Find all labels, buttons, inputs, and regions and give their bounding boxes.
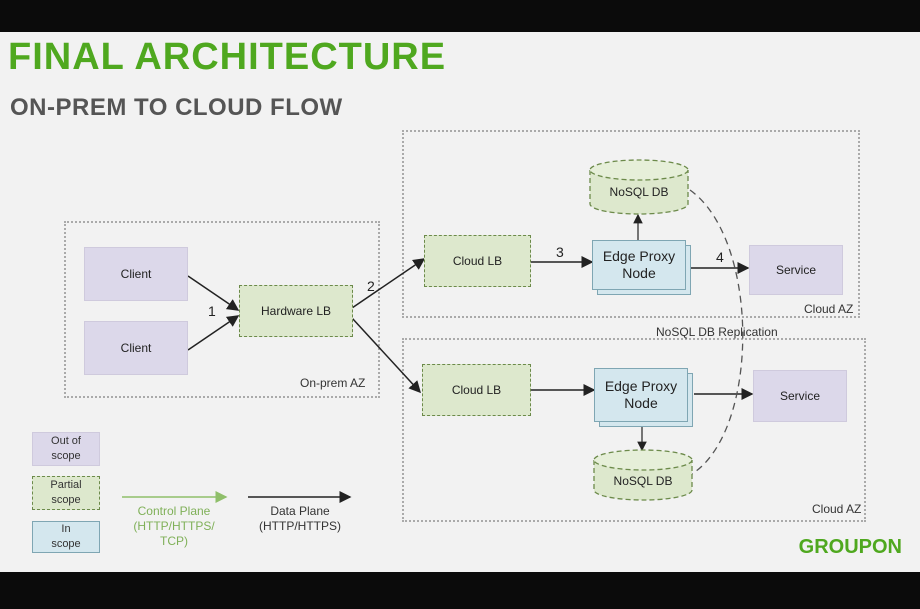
step-number-4: 4 [716, 249, 724, 265]
legend-control-plane-l3: TCP) [160, 534, 188, 548]
cloud-az-bottom-label: Cloud AZ [812, 502, 862, 516]
legend-data-plane-l1: Data Plane [270, 504, 330, 518]
client-node-1-label: Client [120, 267, 152, 281]
arrow-hardware-lb-to-cloud-lb-top [351, 258, 426, 309]
edge-proxy-bottom-node: Edge Proxy Node [594, 368, 688, 422]
legend-control-plane-l2: (HTTP/HTTPS/ [133, 519, 215, 533]
legend-data-plane-text: Data Plane (HTTP/HTTPS) [248, 504, 352, 534]
legend-partial-scope: Partial scope [32, 476, 100, 510]
cloud-lb-bottom-node: Cloud LB [422, 364, 531, 416]
cloud-az-top-label: Cloud AZ [804, 302, 854, 316]
edge-proxy-top-line1: Edge Proxy [602, 248, 676, 264]
slide-title: FINAL ARCHITECTURE [8, 36, 447, 78]
edge-proxy-bottom-line1: Edge Proxy [604, 378, 678, 394]
service-bottom-node: Service [753, 370, 847, 422]
nosql-top-cylinder [589, 159, 689, 215]
client-node-2: Client [84, 321, 188, 375]
legend-data-plane-l2: (HTTP/HTTPS) [259, 519, 341, 533]
arrow-client1-to-hardware-lb [187, 275, 240, 311]
hardware-lb-node: Hardware LB [239, 285, 353, 337]
edge-proxy-top-line2: Node [622, 265, 656, 281]
slide-background [0, 32, 920, 572]
nosql-replication-label: NoSQL DB Replication [656, 325, 778, 339]
hardware-lb-label: Hardware LB [260, 304, 332, 318]
legend-out-of-scope: Out of scope [32, 432, 100, 466]
legend-partial-l2: scope [51, 494, 81, 506]
onprem-az-zone [64, 221, 380, 398]
nosql-bottom-label: NoSQL DB [613, 474, 673, 488]
nosql-top-label-wrap: NoSQL DB [588, 180, 690, 204]
nosql-bottom-label-wrap: NoSQL DB [592, 470, 694, 492]
cloud-az-bottom-zone [402, 338, 866, 522]
slide-subtitle: ON-PREM TO CLOUD FLOW [10, 94, 343, 121]
legend-out-of-scope-l2: scope [51, 450, 81, 462]
arrow-client2-to-hardware-lb [187, 315, 240, 351]
legend-in-scope-l1: In [61, 523, 71, 535]
groupon-logo: GROUPON [798, 536, 902, 558]
client-node-1: Client [84, 247, 188, 301]
legend-out-of-scope-l1: Out of [51, 435, 81, 447]
nosql-replication-path [689, 189, 744, 475]
arrow-hardware-lb-to-cloud-lb-bottom [351, 317, 422, 394]
nosql-top-label: NoSQL DB [609, 185, 669, 199]
onprem-az-label: On-prem AZ [300, 376, 366, 390]
legend-control-plane-l1: Control Plane [137, 504, 211, 518]
nosql-bottom-cylinder [593, 449, 693, 501]
edge-proxy-top-node: Edge Proxy Node [592, 240, 686, 290]
cloud-lb-top-node: Cloud LB [424, 235, 531, 287]
service-bottom-label: Service [779, 389, 820, 403]
step-number-3: 3 [556, 244, 564, 260]
step-number-1: 1 [208, 303, 216, 319]
legend-in-scope-l2: scope [51, 538, 81, 550]
edge-proxy-bottom-line2: Node [624, 395, 658, 411]
client-node-2-label: Client [120, 341, 152, 355]
legend-in-scope: In scope [32, 521, 100, 553]
legend-control-plane-text: Control Plane (HTTP/HTTPS/ TCP) [122, 504, 226, 549]
service-top-label: Service [775, 263, 816, 277]
cloud-lb-bottom-label: Cloud LB [451, 383, 502, 397]
cloud-lb-top-label: Cloud LB [452, 254, 503, 268]
service-top-node: Service [749, 245, 843, 295]
cloud-az-top-zone [402, 130, 860, 318]
step-number-2: 2 [367, 278, 375, 294]
legend-partial-l1: Partial [50, 479, 82, 491]
